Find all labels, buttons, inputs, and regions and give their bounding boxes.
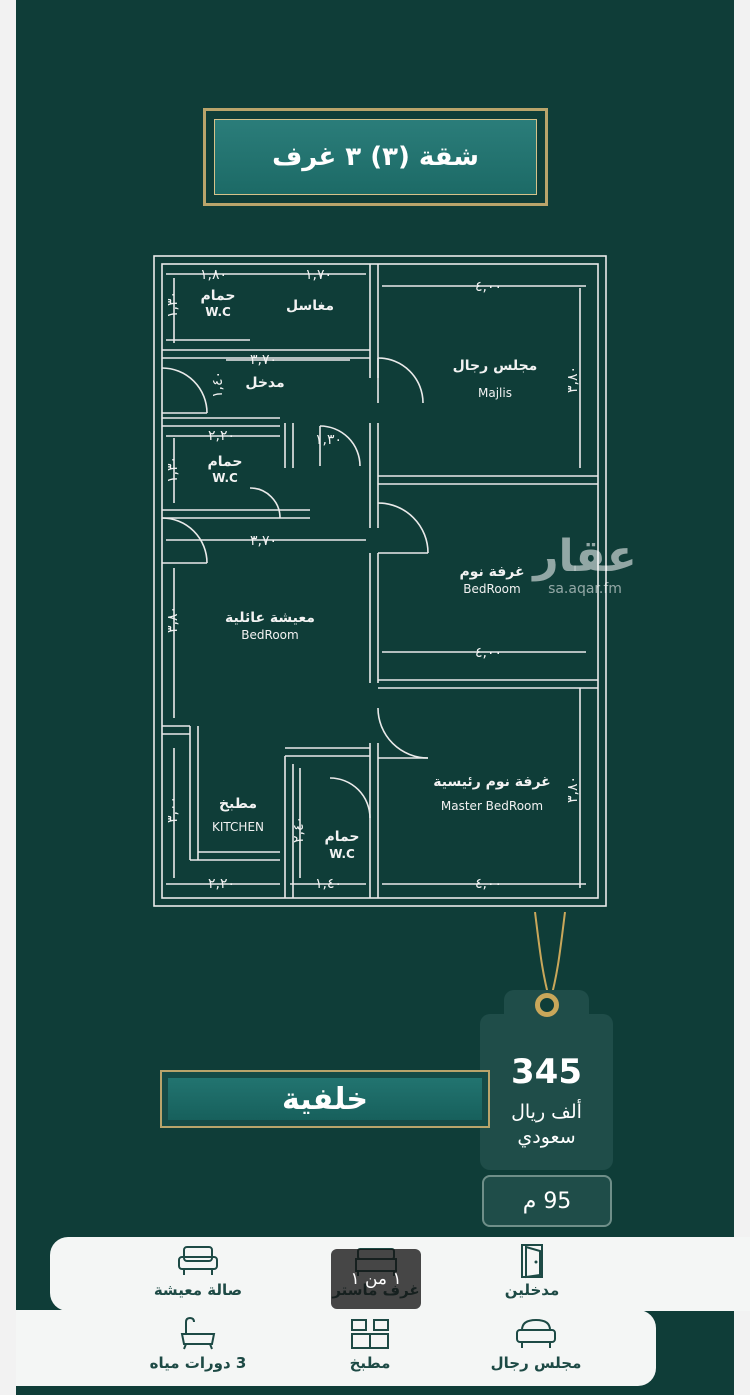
room-label-en: KITCHEN	[212, 820, 264, 834]
gallery-counter: ١ من ١	[331, 1249, 421, 1309]
room-label: معيشة عائلية	[225, 610, 315, 626]
property-type: خلفية	[282, 1081, 368, 1117]
feature-label: مدخلين	[504, 1281, 560, 1299]
room-label: حمام	[201, 288, 236, 304]
feature-majlis: مجلس رجال	[466, 1316, 606, 1386]
dim-label: ٣,٨٠	[165, 606, 181, 633]
majlis-sofa-icon	[516, 1318, 556, 1348]
page-title: شقة (٣) ٣ غرف	[272, 142, 479, 172]
dim-label: ١,٤٠	[315, 876, 342, 892]
bathtub-icon	[180, 1316, 216, 1350]
feature-label: مطبخ	[349, 1354, 391, 1372]
room-label-en: Master BedRoom	[441, 799, 543, 813]
dim-label: ٣,٨٠	[565, 366, 581, 393]
dim-label: ٤,٠٠	[475, 876, 502, 892]
area-badge: 95 م	[482, 1175, 612, 1227]
floor-plan: ١,٨٠ ١,٧٠ ١,٣٠ ٣,٧٠ ١,٣٠ ٤,٠٠ ٣,٨٠ ٢,٢٠ …	[130, 248, 610, 913]
outer-wall-inner	[161, 263, 599, 899]
dim-label: ٣,٠٠	[165, 796, 181, 823]
outer-wall-outer	[153, 255, 607, 907]
tag-ring-icon	[535, 993, 559, 1017]
title-frame: شقة (٣) ٣ غرف	[203, 108, 548, 206]
watermark-url: sa.aqar.fm	[548, 581, 622, 597]
title-panel: شقة (٣) ٣ غرف	[214, 119, 537, 195]
feature-living-room: صالة معيشة	[128, 1243, 268, 1313]
sofa-icon	[178, 1246, 218, 1275]
room-label: مطبخ	[219, 796, 257, 812]
dim-label: ١,٤٠	[210, 371, 226, 398]
area-value: 95 م	[522, 1188, 572, 1214]
dim-label: ١,٨٠	[200, 267, 227, 283]
room-label-en: W.C	[212, 471, 238, 485]
feature-entrances: مدخلين	[462, 1243, 602, 1313]
feature-bathrooms: 3 دورات مياه	[128, 1316, 268, 1386]
gallery-counter-text: ١ من ١	[350, 1269, 402, 1289]
room-label-en: W.C	[329, 847, 355, 861]
property-type-panel: خلفية	[168, 1078, 482, 1120]
left-margin	[0, 0, 16, 1395]
room-label: مجلس رجال	[453, 358, 538, 374]
room-label: مدخل	[245, 375, 284, 391]
property-type-frame: خلفية	[160, 1070, 490, 1128]
room-label: غرفة نوم رئيسية	[433, 774, 550, 790]
dim-label: ٣,٧٠	[250, 352, 277, 368]
feature-label: صالة معيشة	[153, 1281, 243, 1299]
aqar-watermark: عقار sa.aqar.fm	[530, 533, 640, 603]
room-label-en: BedRoom	[463, 582, 520, 596]
price-value: 345	[511, 1052, 582, 1092]
dim-label: ٤,٠٠	[475, 279, 502, 295]
floor-plan-poster	[16, 0, 734, 1395]
dim-label: ٢,٢٠	[208, 428, 235, 444]
room-label-en: Majlis	[478, 386, 512, 400]
dim-label: ٣,٧٠	[250, 533, 277, 549]
kitchen-icon	[351, 1319, 389, 1349]
price-tag: 345 ألف ريال سعودي	[480, 990, 613, 1170]
tag-body	[480, 1014, 613, 1170]
watermark-brand: عقار	[533, 531, 637, 582]
floor-plan-drawing: ١,٨٠ ١,٧٠ ١,٣٠ ٣,٧٠ ١,٣٠ ٤,٠٠ ٣,٨٠ ٢,٢٠ …	[153, 255, 607, 907]
feature-kitchen: مطبخ	[300, 1316, 440, 1386]
room-label: حمام	[208, 454, 243, 470]
dim-label: ٣,٨٠	[565, 776, 581, 803]
dim-label: ٢,٢٠	[208, 876, 235, 892]
dim-label: ٤,٠٠	[475, 645, 502, 661]
room-label-en: BedRoom	[241, 628, 298, 642]
feature-label: مجلس رجال	[490, 1354, 582, 1372]
room-label: مغاسل	[286, 298, 334, 314]
price-unit: ألف ريال سعودي	[511, 1101, 582, 1148]
dim-label: ١,٣٠	[315, 432, 342, 448]
feature-label: 3 دورات مياه	[149, 1354, 247, 1372]
dim-label: ١,٣٠	[165, 291, 181, 318]
dim-label: ١,٧٠	[305, 267, 332, 283]
room-label: غرفة نوم	[459, 564, 524, 580]
dim-label: ١,٣٠	[165, 456, 181, 483]
right-margin	[734, 0, 750, 1395]
room-label: حمام	[325, 829, 360, 845]
room-label-en: W.C	[205, 305, 231, 319]
dim-label: ٢,٤٠	[291, 816, 307, 843]
door-icon	[521, 1244, 543, 1279]
